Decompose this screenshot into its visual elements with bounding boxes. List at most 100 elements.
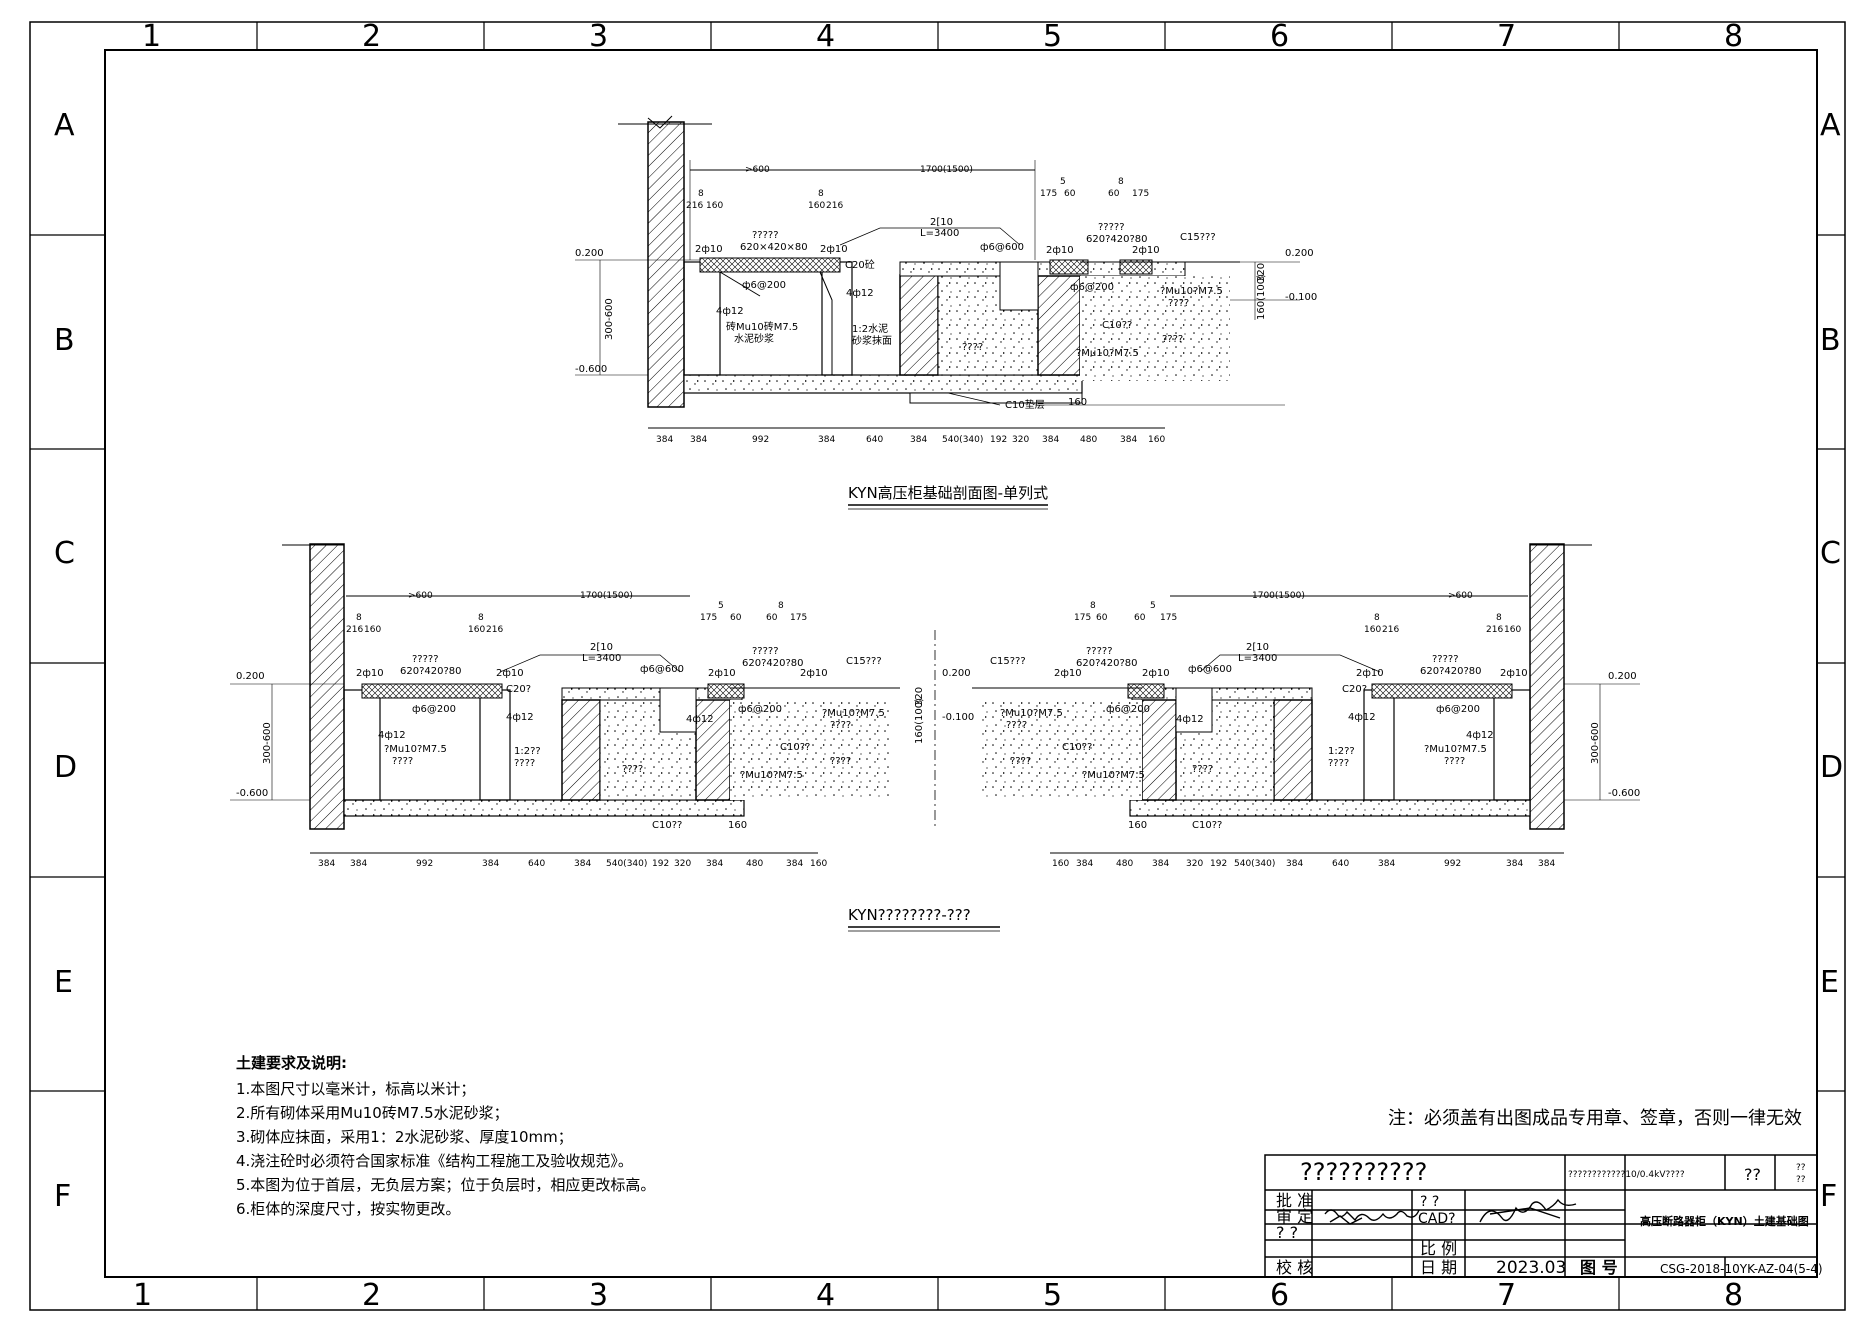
stage-small: ?? (1796, 1175, 1806, 1185)
row-label: A (54, 108, 75, 143)
title-block-text: ?????????? ????????????10/0.4kV???? ?? ?… (1276, 1158, 1823, 1278)
label: 620?420?80 (1420, 666, 1482, 677)
dim-label: 384 (318, 859, 335, 869)
dim-label: 320 (1186, 859, 1203, 869)
label: C10?? (780, 742, 810, 753)
label: ф6@200 (1436, 704, 1480, 715)
label: ?Mu10?M7.5 (1000, 708, 1063, 719)
role-label: ? ? (1420, 1194, 1439, 1210)
label: L=3400 (920, 228, 959, 239)
dim-label: 8 (778, 601, 784, 611)
label: C10垫层 (1005, 398, 1045, 411)
label: 4ф12 (846, 288, 874, 299)
label: ???? (1006, 720, 1027, 731)
role-label: 比 例 (1420, 1239, 1457, 1258)
role-label: 审 定 (1276, 1207, 1313, 1226)
role-label: 日 期 (1420, 1258, 1457, 1277)
label: ????? (752, 230, 779, 241)
dim-label: 60 (766, 613, 778, 623)
row-label: B (54, 323, 75, 358)
label: ?Mu10?M7.5 (822, 708, 885, 719)
row-label: B (1820, 323, 1841, 358)
label: 2ф10 (1054, 668, 1082, 679)
dim-label: 175 (1160, 613, 1177, 623)
label: 4ф12 (716, 306, 744, 317)
dim-label: 480 (746, 859, 763, 869)
depth-label: 300-600 (262, 722, 273, 764)
label: 2ф10 (800, 668, 828, 679)
dim-label: 384 (690, 435, 707, 445)
section-single-row (575, 115, 1300, 429)
label: ???? (1192, 764, 1213, 775)
dim-label: 8 (818, 189, 824, 199)
row-label: D (1820, 750, 1843, 785)
dim-label: 8 (1090, 601, 1096, 611)
elevation-label: 0.200 (1285, 248, 1314, 259)
note-item: 5.本图为位于首层，无负层方案；位于负层时，相应更改标高。 (236, 1176, 655, 1194)
stamp-note: 注：必须盖有出图成品专用章、签章，否则一律无效 (1388, 1108, 1802, 1129)
role-label: 校 核 (1276, 1258, 1313, 1277)
drawing-no-label: 图 号 (1580, 1258, 1618, 1277)
dim-label: 60 (1064, 189, 1076, 199)
dim-label: 60 (1108, 189, 1120, 199)
label: 2ф10 (1500, 668, 1528, 679)
dim-label: 1700(1500) (1252, 591, 1305, 601)
label: ?Mu10?M7.5 (384, 744, 447, 755)
cover-plate (699, 257, 841, 273)
dim-label: 384 (1076, 859, 1093, 869)
dim-label: 160 (468, 625, 485, 635)
label: C15??? (990, 656, 1026, 667)
label: 320 (1256, 263, 1267, 282)
col-label: 4 (816, 1278, 835, 1313)
label: C10?? (1062, 742, 1092, 753)
depth-label: 300-600 (604, 298, 615, 340)
label: 4ф12 (506, 712, 534, 723)
elevation-label: -0.600 (1608, 788, 1640, 799)
label: 4ф12 (1466, 730, 1494, 741)
label: ф6@200 (738, 704, 782, 715)
label: 1:2?? (514, 746, 541, 757)
label: ???? (1444, 756, 1465, 767)
row-label: A (1820, 108, 1841, 143)
section-double-labels-left: 0.200 -0.600 300-600 ????? 620?420?80 C2… (236, 642, 974, 831)
label: ?Mu10?M7.5 (1424, 744, 1487, 755)
stage-label: ?? (1744, 1165, 1761, 1184)
label: C15??? (1180, 232, 1216, 243)
label: 2ф10 (1132, 245, 1160, 256)
dim-label: 384 (1120, 435, 1137, 445)
label: ???? (1010, 756, 1031, 767)
dim-label: 175 (1132, 189, 1149, 199)
dim-label: 384 (1152, 859, 1169, 869)
col-label: 6 (1270, 19, 1289, 54)
col-label: 3 (589, 1278, 608, 1313)
label: ф6@600 (980, 242, 1024, 253)
dim-label: 480 (1116, 859, 1133, 869)
dim-label: 5 (718, 601, 724, 611)
label: C15??? (846, 656, 882, 667)
label: 1:2水泥 (852, 322, 888, 335)
stage-small: ?? (1796, 1163, 1806, 1173)
dim-label: 1700(1500) (920, 165, 973, 175)
col-label: 5 (1043, 19, 1062, 54)
section-double-dims-top: >600 1700(1500) 8 216 160 8 160 216 5 17… (346, 591, 807, 635)
label: 4ф12 (378, 730, 406, 741)
note-item: 2.所有砌体采用Mu10砖M7.5水泥砂浆； (236, 1104, 509, 1122)
company-name: ?????????? (1300, 1158, 1427, 1186)
dim-label: 216 (1486, 625, 1503, 635)
grid-markers (30, 22, 1845, 1310)
drawing-number: CSG-2018-10YK-AZ-04(5-4) (1660, 1262, 1823, 1276)
dim-label: 640 (1332, 859, 1349, 869)
dim-label: 540(340) (1234, 859, 1275, 869)
signature-2 (1479, 1198, 1577, 1223)
dim-label: 992 (416, 859, 433, 869)
label: ф6@200 (742, 280, 786, 291)
dim-label: 160 (810, 859, 827, 869)
dim-label: 8 (478, 613, 484, 623)
label: 160 (728, 820, 747, 831)
elevation-label: -0.100 (942, 712, 974, 723)
row-label: E (54, 965, 73, 1000)
signature-1 (1324, 1209, 1420, 1225)
row-label: F (1820, 1179, 1837, 1214)
col-label: 2 (362, 1278, 381, 1313)
construction-notes: 土建要求及说明: 1.本图尺寸以毫米计，标高以米计； 2.所有砌体采用Mu10砖… (236, 1054, 655, 1218)
